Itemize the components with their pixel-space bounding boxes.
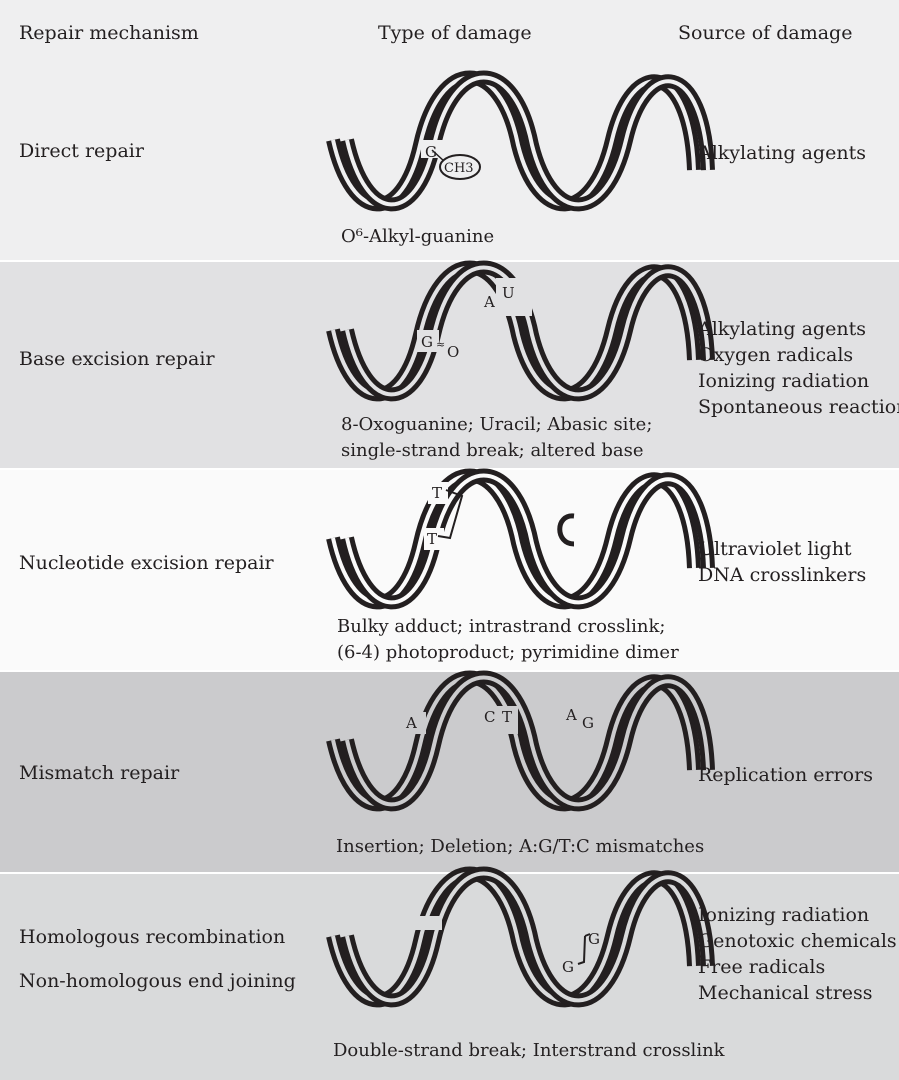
damage-caption-line-1: 8-Oxoguanine; Uracil; Abasic site; — [341, 412, 652, 438]
base-a-label: A — [565, 706, 577, 724]
source-line: Ultraviolet light — [698, 536, 852, 562]
damage-caption: Insertion; Deletion; A:G/T:C mismatches — [336, 834, 704, 860]
source-line: Alkylating agents — [698, 140, 866, 166]
source-line: Alkylating agents — [698, 316, 866, 342]
row-base-excision-repair: Base excision repair G ≈ O A U 8-Oxoguan… — [0, 262, 899, 468]
row-direct-repair: Direct repair G CH3 O⁶-Alkyl-guanine Alk… — [0, 70, 899, 260]
source-line: Free radicals — [698, 954, 825, 980]
header-repair-mechanism: Repair mechanism — [19, 22, 199, 44]
source-line: Ionizing radiation — [698, 902, 869, 928]
base-g-label: G — [588, 930, 600, 948]
damage-caption: O⁶-Alkyl-guanine — [341, 224, 494, 250]
damage-caption-line-1: Bulky adduct; intrastrand crosslink; — [337, 614, 665, 640]
base-g-label: G — [425, 143, 437, 161]
bulky-adduct-bump — [560, 516, 574, 544]
damage-caption-line-2: (6-4) photoproduct; pyrimidine dimer — [337, 640, 679, 666]
source-line: Genotoxic chemicals — [698, 928, 897, 954]
damage-caption: Double-strand break; Interstrand crossli… — [333, 1038, 725, 1064]
source-line: Replication errors — [698, 762, 873, 788]
row-mismatch-repair: Mismatch repair A C T A G Insertion; Del… — [0, 672, 899, 872]
row-double-strand-break-repair: Homologous recombination Non-homologous … — [0, 874, 899, 1080]
base-t-label: T — [427, 530, 437, 548]
source-line: Oxygen radicals — [698, 342, 853, 368]
ch3-label: CH3 — [444, 161, 474, 176]
base-t-label: T — [432, 484, 442, 502]
base-c-label: C — [484, 708, 495, 726]
base-g-label: G — [421, 333, 433, 351]
base-a-label: A — [483, 293, 495, 311]
base-u-label: U — [502, 284, 515, 302]
source-line: Mechanical stress — [698, 980, 873, 1006]
base-a-label: A — [405, 714, 417, 732]
source-line: Spontaneous reactions — [698, 394, 899, 420]
base-g-label: G — [562, 958, 574, 976]
header-type-of-damage: Type of damage — [378, 22, 532, 44]
svg-text:≈: ≈ — [436, 338, 445, 351]
oxo-label: O — [447, 343, 459, 361]
base-g-label: G — [582, 714, 594, 732]
row-nucleotide-excision-repair: Nucleotide excision repair T T Bulky add… — [0, 470, 899, 670]
damage-caption-line-2: single-strand break; altered base — [341, 438, 643, 464]
header-row: Repair mechanism Type of damage Source o… — [0, 0, 899, 70]
base-t-label: T — [502, 708, 512, 726]
header-source-of-damage: Source of damage — [678, 22, 852, 44]
source-line: DNA crosslinkers — [698, 562, 866, 588]
source-line: Ionizing radiation — [698, 368, 869, 394]
